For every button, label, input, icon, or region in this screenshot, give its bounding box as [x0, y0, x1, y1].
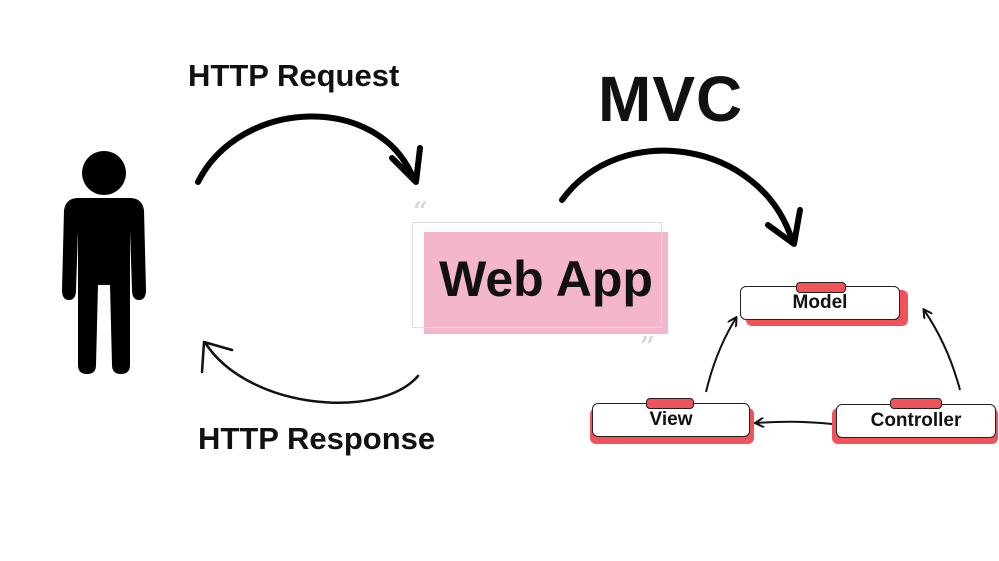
model-tab: [796, 282, 846, 293]
view-node: View: [588, 398, 758, 446]
web-app-label: Web App: [439, 251, 653, 307]
controller-label: Controller: [836, 404, 996, 438]
open-quote-icon: “: [413, 197, 428, 227]
mvc-title: MVC: [598, 63, 744, 135]
web-app-frame: [412, 222, 662, 328]
http-request-arrow: [195, 113, 423, 185]
controller-to-view-arrow: [756, 422, 833, 424]
person-icon: [62, 151, 146, 374]
view-tab: [646, 398, 694, 409]
mvc-arrow: [559, 147, 803, 247]
controller-node: Controller: [832, 398, 999, 446]
view-to-model-arrow: [705, 318, 736, 393]
web-app-box: [424, 232, 668, 334]
close-quote-icon: ”: [640, 332, 655, 362]
model-node: Model: [740, 282, 910, 328]
controller-to-model-arrow: [924, 310, 961, 391]
http-response-arrow: [200, 340, 420, 404]
http-request-label: HTTP Request: [188, 58, 400, 93]
http-response-label: HTTP Response: [198, 421, 436, 456]
controller-tab: [890, 398, 942, 409]
